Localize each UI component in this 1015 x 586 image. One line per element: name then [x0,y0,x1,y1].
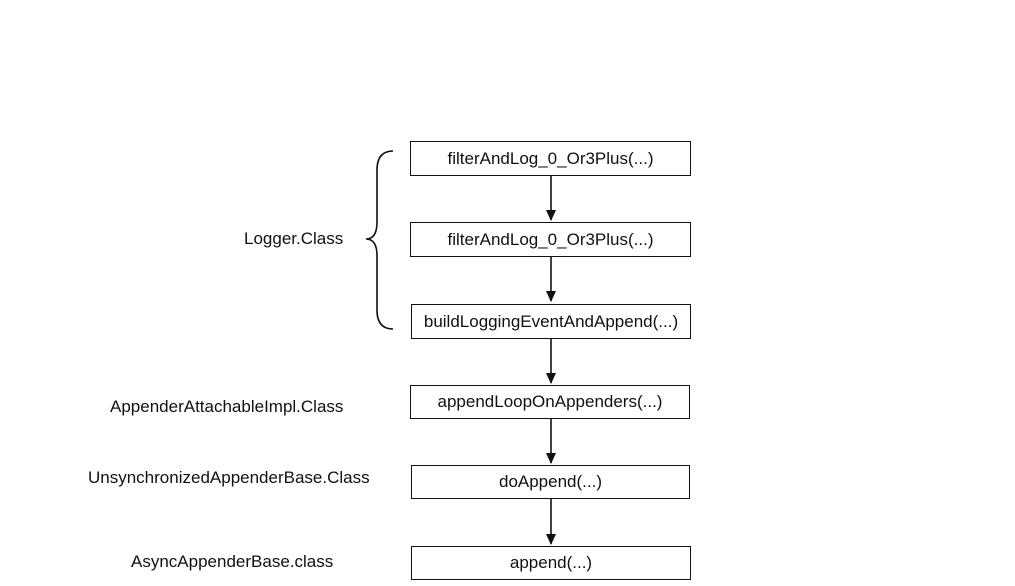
method-node-filter-and-log-2: filterAndLog_0_Or3Plus(...) [410,222,691,257]
method-node-append: append(...) [411,546,691,580]
class-label-appender-attachable-impl: AppenderAttachableImpl.Class [110,397,344,416]
logger-group-brace [365,150,394,330]
method-node-filter-and-log-1: filterAndLog_0_Or3Plus(...) [410,141,691,176]
class-label-unsynchronized-appender-base: UnsynchronizedAppenderBase.Class [88,468,370,487]
class-label-logger: Logger.Class [244,229,344,248]
class-label-async-appender-base: AsyncAppenderBase.class [131,552,334,571]
method-node-append-loop-on-appenders: appendLoopOnAppenders(...) [410,385,690,419]
method-node-do-append: doAppend(...) [411,465,690,499]
method-node-build-logging-event: buildLoggingEventAndAppend(...) [411,304,691,339]
